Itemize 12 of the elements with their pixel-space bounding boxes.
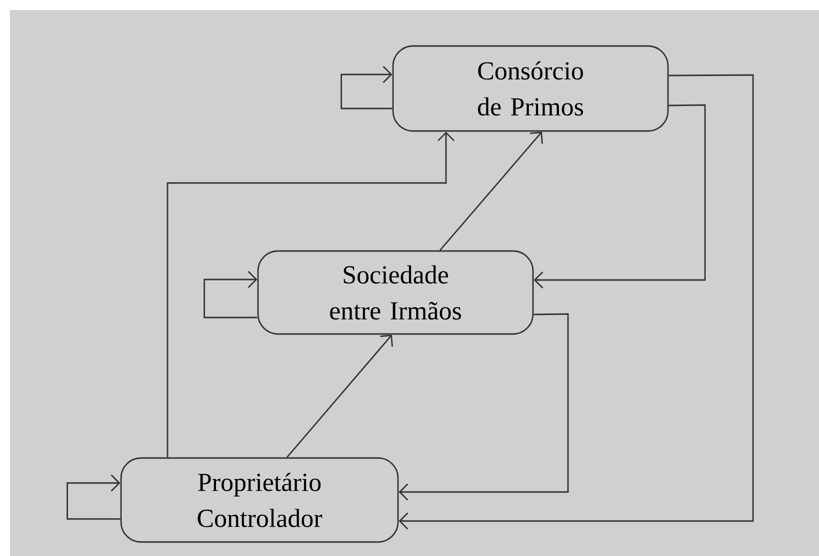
arrow [398, 313, 569, 500]
arrow [340, 66, 392, 110]
arrow [439, 132, 543, 251]
arrow [534, 104, 706, 288]
process-box: Sociedade entre Irmãos [257, 250, 534, 335]
arrow [286, 334, 393, 458]
arrow [204, 271, 258, 318]
process-box: Proprietário Controlador [120, 457, 399, 543]
arrow [398, 74, 754, 530]
arrow [66, 474, 120, 520]
process-box: Consórcio de Primos [392, 45, 669, 132]
arrow [166, 132, 454, 458]
